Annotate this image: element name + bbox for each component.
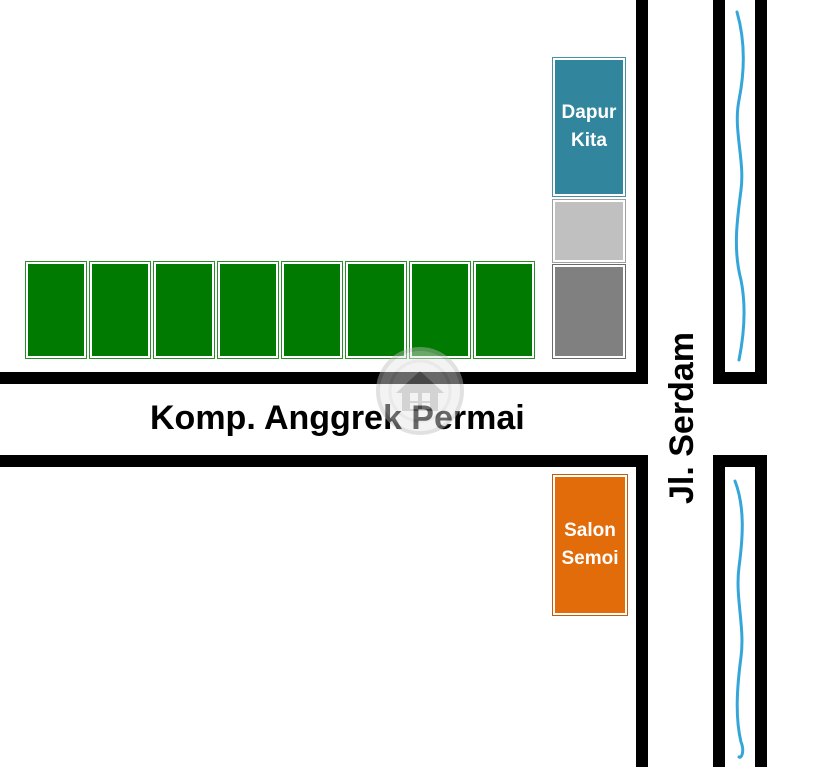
canal-bank-upper-right <box>755 0 767 384</box>
canal-bank-upper-left <box>713 0 725 384</box>
road-north-edge-horizontal <box>0 372 648 384</box>
salon-semoi-label-line2: Semoi <box>561 548 619 569</box>
canal-water-upper <box>734 10 746 362</box>
green-plot-8 <box>473 261 535 359</box>
green-plot-6 <box>345 261 407 359</box>
dapur-kita-label-line2: Kita <box>571 130 607 151</box>
canal-bank-upper-bottom <box>713 372 767 384</box>
green-plot-4 <box>217 261 279 359</box>
salon-semoi-label-line1: Salon <box>564 520 616 541</box>
dapur-kita-label-line1: Dapur <box>561 102 617 123</box>
road-west-edge-upper <box>636 0 648 384</box>
building-dapur-kita: Dapur Kita <box>552 57 626 197</box>
canal-water-lower <box>733 479 745 759</box>
green-plot-1 <box>25 261 87 359</box>
canal-bank-lower-left <box>713 455 725 767</box>
road-south-edge-horizontal <box>0 455 648 467</box>
home-logo-watermark <box>376 347 464 435</box>
building-salon-semoi: Salon Semoi <box>552 474 628 616</box>
green-plot-3 <box>153 261 215 359</box>
street-label-komp-anggrek-permai: Komp. Anggrek Permai <box>150 399 525 437</box>
canal-bank-lower-right <box>755 455 767 767</box>
canal-bank-lower-top <box>713 455 767 467</box>
road-west-edge-lower <box>636 455 648 767</box>
green-plot-2 <box>89 261 151 359</box>
building-light-grey <box>552 199 626 263</box>
building-dark-grey <box>552 264 626 359</box>
street-label-jl-serdam: Jl. Serdam <box>663 332 701 504</box>
green-plot-5 <box>281 261 343 359</box>
green-plot-7 <box>409 261 471 359</box>
